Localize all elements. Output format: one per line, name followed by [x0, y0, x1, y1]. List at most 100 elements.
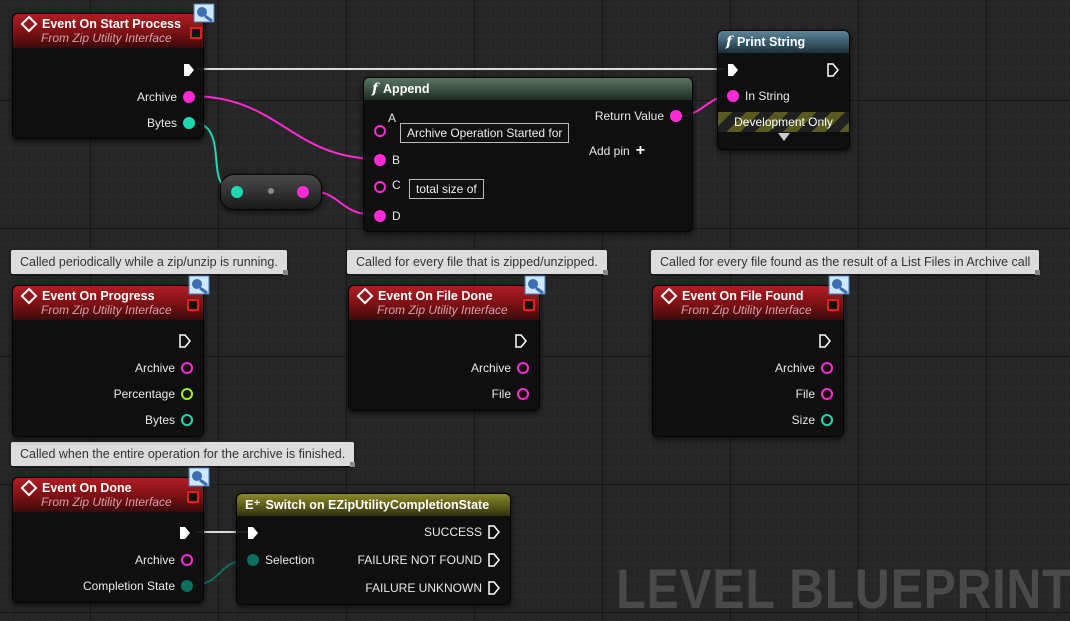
archive-out-pin[interactable]: Archive [135, 553, 193, 567]
return-value-pin[interactable]: Return Value [595, 109, 682, 123]
pin-label: Selection [265, 553, 315, 567]
pin-dot[interactable] [181, 362, 193, 374]
node-header[interactable]: Event On Start Process From Zip Utility … [13, 14, 203, 48]
in-string-pin[interactable]: In String [727, 89, 790, 103]
pin-dot[interactable] [247, 554, 259, 566]
node-title: Event On File Done [378, 289, 493, 303]
pin-dot[interactable] [374, 181, 386, 193]
pin-dot[interactable] [517, 362, 529, 374]
pin-dot[interactable] [183, 91, 195, 103]
pin-label: Archive [774, 361, 815, 375]
node-header[interactable]: Event On Done From Zip Utility Interface [13, 478, 203, 512]
node-header[interactable]: Event On File Found From Zip Utility Int… [653, 286, 843, 320]
node-subtitle: From Zip Utility Interface [377, 303, 508, 317]
pin-label: B [392, 153, 401, 167]
event-on-progress-node[interactable]: Event On Progress From Zip Utility Inter… [12, 275, 210, 437]
pin-dot[interactable] [183, 117, 195, 129]
pin-a-text-input[interactable]: Archive Operation Started for [400, 123, 570, 143]
node-subtitle: From Zip Utility Interface [41, 495, 172, 509]
pin-dot[interactable] [821, 414, 833, 426]
event-on-file-done-node[interactable]: Event On File Done From Zip Utility Inte… [348, 275, 546, 411]
event-diamond-icon [20, 287, 38, 305]
pin-dot[interactable] [181, 414, 193, 426]
archive-out-pin[interactable]: Archive [775, 361, 833, 375]
exec-in-pin[interactable] [727, 63, 739, 77]
level-blueprint-watermark: LEVEL BLUEPRINT [615, 557, 1070, 620]
exec-out-pin[interactable] [819, 334, 831, 348]
conversion-in-pin[interactable] [231, 186, 243, 198]
pin-dot[interactable] [821, 362, 833, 374]
exec-out-pin[interactable] [179, 526, 191, 540]
archive-out-pin[interactable]: Archive [471, 361, 529, 375]
event-on-file-found-node[interactable]: Event On File Found From Zip Utility Int… [652, 275, 850, 437]
event-diamond-icon [660, 287, 678, 305]
event-on-start-process-node[interactable]: Event On Start Process From Zip Utility … [12, 3, 215, 139]
archive-out-pin[interactable]: Archive [137, 90, 195, 104]
expand-arrow-icon[interactable] [778, 133, 790, 141]
comment-progress[interactable]: Called periodically while a zip/unzip is… [11, 250, 288, 275]
add-pin-label: Add pin [589, 144, 630, 158]
selection-in-pin[interactable]: Selection [247, 553, 314, 567]
pin-dot[interactable] [821, 388, 833, 400]
bytes-out-pin[interactable]: Bytes [147, 116, 195, 130]
pin-dot[interactable] [517, 388, 529, 400]
delegate-square-icon[interactable] [190, 27, 202, 39]
delegate-square-icon[interactable] [187, 491, 199, 503]
pin-label: Size [791, 413, 815, 427]
percentage-out-pin[interactable]: Percentage [114, 387, 193, 401]
delegate-square-icon[interactable] [523, 299, 535, 311]
pin-dot[interactable] [670, 110, 682, 122]
delegate-square-icon[interactable] [187, 299, 199, 311]
file-out-pin[interactable]: File [492, 387, 529, 401]
int-to-string-conversion-node[interactable] [220, 174, 322, 210]
conversion-out-pin[interactable] [297, 186, 309, 198]
delegate-square-icon[interactable] [827, 299, 839, 311]
archive-string-wire [189, 95, 379, 160]
bytes-out-pin[interactable]: Bytes [145, 413, 193, 427]
exec-arrow-icon [184, 64, 194, 76]
pin-d[interactable]: D [374, 209, 401, 223]
exec-out-pin[interactable] [183, 63, 195, 77]
pin-a[interactable]: A [374, 111, 396, 137]
pin-c[interactable]: C [374, 178, 401, 193]
archive-out-pin[interactable]: Archive [135, 361, 193, 375]
pin-dot[interactable] [374, 154, 386, 166]
failure-not-found-out-pin[interactable]: FAILURE NOT FOUND [358, 553, 500, 567]
node-title: Append [383, 82, 430, 96]
node-title: Event On Done [42, 481, 132, 495]
switch-on-completion-state-node[interactable]: E⁺Switch on EZipUtilityCompletionState S… [236, 493, 511, 605]
node-header[interactable]: Event On Progress From Zip Utility Inter… [13, 286, 203, 320]
failure-unknown-out-pin[interactable]: FAILURE UNKNOWN [365, 581, 500, 595]
node-title: Switch on EZipUtilityCompletionState [265, 498, 490, 512]
node-header[interactable]: Event On File Done From Zip Utility Inte… [349, 286, 539, 320]
add-pin-button[interactable]: Add pin+ [589, 142, 645, 160]
pin-c-text-input[interactable]: total size of [409, 179, 484, 199]
pin-dot[interactable] [181, 388, 193, 400]
exec-out-pin[interactable] [827, 63, 839, 77]
pin-b[interactable]: B [374, 153, 400, 167]
exec-out-pin[interactable] [179, 334, 191, 348]
pin-dot[interactable] [181, 580, 193, 592]
size-out-pin[interactable]: Size [792, 413, 833, 427]
file-out-pin[interactable]: File [796, 387, 833, 401]
pin-dot[interactable] [181, 554, 193, 566]
exec-arrow-icon [488, 525, 500, 539]
success-out-pin[interactable]: SUCCESS [424, 525, 500, 539]
node-header[interactable]: E⁺Switch on EZipUtilityCompletionState [237, 494, 510, 516]
comment-file-found[interactable]: Called for every file found as the resul… [651, 250, 1041, 275]
exec-out-pin[interactable] [515, 334, 527, 348]
node-subtitle: From Zip Utility Interface [681, 303, 812, 317]
pin-dot[interactable] [374, 210, 386, 222]
pin-dot[interactable] [727, 90, 739, 102]
comment-file-done[interactable]: Called for every file that is zipped/unz… [347, 250, 608, 275]
event-on-done-node[interactable]: Event On Done From Zip Utility Interface… [12, 467, 210, 603]
node-title: Event On Start Process [42, 17, 181, 31]
comment-done[interactable]: Called when the entire operation for the… [11, 442, 356, 467]
exec-in-pin[interactable] [247, 526, 259, 540]
pin-dot[interactable] [374, 125, 386, 137]
completion-state-out-pin[interactable]: Completion State [83, 579, 193, 593]
